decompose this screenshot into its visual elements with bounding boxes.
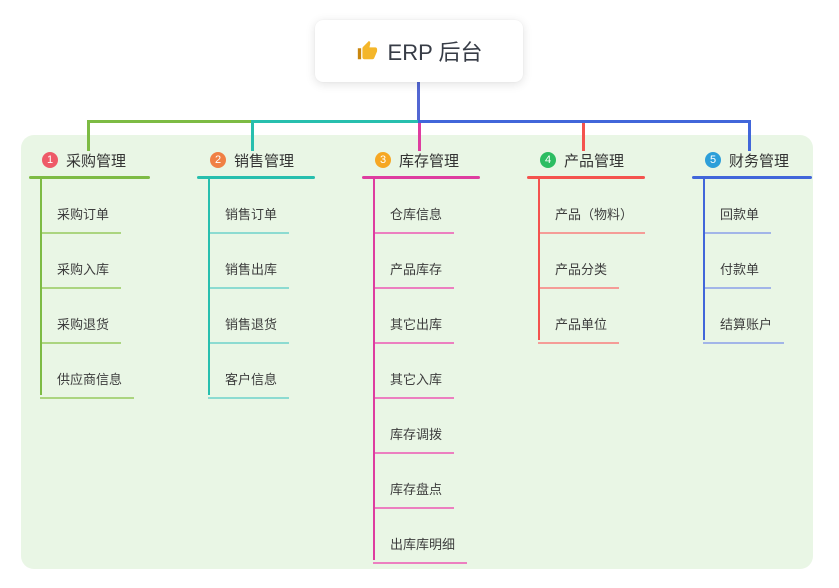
child-row: 采购退货: [29, 289, 150, 344]
branch-3-title: 库存管理: [399, 152, 460, 170]
branch-3-number-badge: 3: [375, 152, 391, 168]
branch-4-drop-line: [581, 120, 585, 151]
child-row: 其它入库: [362, 344, 480, 399]
branch-1-vertical-line: [40, 179, 42, 395]
child-node-2-3[interactable]: 销售退货: [208, 314, 290, 344]
branch-3-underline: [362, 176, 480, 179]
child-node-5-3[interactable]: 结算账户: [703, 314, 785, 344]
branch-5-number-badge: 5: [705, 152, 721, 168]
child-node-5-2[interactable]: 付款单: [703, 259, 772, 289]
branch-1-underline: [29, 176, 150, 179]
root-node[interactable]: ERP 后台: [315, 20, 523, 82]
branch-1-number-badge: 1: [42, 152, 58, 168]
branch-2-drop-line: [250, 120, 254, 151]
child-node-3-7[interactable]: 出库库明细: [373, 534, 468, 564]
branch-1-node[interactable]: 1 采购管理: [29, 144, 150, 176]
child-node-1-2[interactable]: 采购入库: [40, 259, 122, 289]
branch-3-vertical-line: [373, 179, 375, 560]
child-node-4-1[interactable]: 产品（物料）: [538, 204, 646, 234]
child-node-2-1[interactable]: 销售订单: [208, 204, 290, 234]
child-node-3-3[interactable]: 其它出库: [373, 314, 455, 344]
child-node-3-4[interactable]: 其它入库: [373, 369, 455, 399]
child-node-1-1[interactable]: 采购订单: [40, 204, 122, 234]
branch-1-drop-line: [86, 120, 90, 151]
branch-5: 5 财务管理回款单付款单结算账户: [692, 144, 812, 344]
branch-2-title: 销售管理: [234, 152, 295, 170]
branch-4-vertical-line: [538, 179, 540, 340]
branch-4: 4 产品管理产品（物料） 产品分类产品单位: [527, 144, 646, 344]
child-row: 销售出库: [197, 234, 315, 289]
branch-5-node[interactable]: 5 财务管理: [692, 144, 812, 176]
branch-5-children: 回款单付款单结算账户: [692, 179, 812, 344]
child-row: 销售订单: [197, 179, 315, 234]
child-node-2-4[interactable]: 客户信息: [208, 369, 290, 399]
child-row: 产品分类: [527, 234, 645, 289]
child-node-4-2[interactable]: 产品分类: [538, 259, 620, 289]
child-row: 销售退货: [197, 289, 315, 344]
branch-2: 2 销售管理销售订单销售出库销售退货客户信息: [197, 144, 315, 399]
child-row: 回款单: [692, 179, 812, 234]
branch-2-underline: [197, 176, 315, 179]
branch-2-number-badge: 2: [210, 152, 226, 168]
child-node-3-1[interactable]: 仓库信息: [373, 204, 455, 234]
child-row: 其它出库: [362, 289, 480, 344]
branch-4-title: 产品管理: [564, 152, 625, 170]
branch-2-children: 销售订单销售出库销售退货客户信息: [197, 179, 315, 399]
branch-1-children: 采购订单采购入库采购退货供应商信息: [29, 179, 150, 399]
child-node-2-2[interactable]: 销售出库: [208, 259, 290, 289]
branch-1-title: 采购管理: [66, 152, 127, 170]
child-node-3-6[interactable]: 库存盘点: [373, 479, 455, 509]
branch-2-node[interactable]: 2 销售管理: [197, 144, 315, 176]
child-node-3-2[interactable]: 产品库存: [373, 259, 455, 289]
branch-4-number-badge: 4: [540, 152, 556, 168]
child-node-4-3[interactable]: 产品单位: [538, 314, 620, 344]
child-row: 采购订单: [29, 179, 150, 234]
branch-3-node[interactable]: 3 库存管理: [362, 144, 480, 176]
branch-2-bus-line: [251, 120, 420, 123]
root-connector-line: [417, 82, 420, 123]
mindmap-background-panel: [21, 135, 813, 569]
child-row: 结算账户: [692, 289, 812, 344]
branch-4-children: 产品（物料） 产品分类产品单位: [527, 179, 646, 344]
branch-3: 3 库存管理仓库信息产品库存其它出库其它入库库存调拨库存盘点出库库明细: [362, 144, 480, 564]
child-row: 采购入库: [29, 234, 150, 289]
child-row: 产品单位: [527, 289, 645, 344]
child-node-3-5[interactable]: 库存调拨: [373, 424, 455, 454]
child-node-1-4[interactable]: 供应商信息: [40, 369, 135, 399]
child-row: 出库库明细: [362, 509, 480, 564]
branch-5-title: 财务管理: [729, 152, 790, 170]
root-label: ERP 后台: [387, 40, 483, 65]
branch-3-drop-line: [417, 120, 421, 151]
child-row: 仓库信息: [362, 179, 480, 234]
branch-3-children: 仓库信息产品库存其它出库其它入库库存调拨库存盘点出库库明细: [362, 179, 480, 564]
child-row: 产品库存: [362, 234, 480, 289]
child-row: 供应商信息: [29, 344, 150, 399]
thumbs-up-icon: [356, 40, 378, 62]
child-row: 付款单: [692, 234, 812, 289]
branch-5-underline: [692, 176, 812, 179]
child-row: 客户信息: [197, 344, 315, 399]
branch-5-drop-line: [747, 120, 751, 151]
branch-5-vertical-line: [703, 179, 705, 340]
child-node-1-3[interactable]: 采购退货: [40, 314, 122, 344]
branch-4-node[interactable]: 4 产品管理: [527, 144, 645, 176]
branch-4-underline: [527, 176, 645, 179]
branch-1: 1 采购管理采购订单采购入库采购退货供应商信息: [29, 144, 150, 399]
child-row: 库存盘点: [362, 454, 480, 509]
child-row: 产品（物料）: [527, 179, 646, 234]
branch-2-vertical-line: [208, 179, 210, 395]
branch-5-bus-line: [418, 120, 750, 123]
child-row: 库存调拨: [362, 399, 480, 454]
child-node-5-1[interactable]: 回款单: [703, 204, 772, 234]
